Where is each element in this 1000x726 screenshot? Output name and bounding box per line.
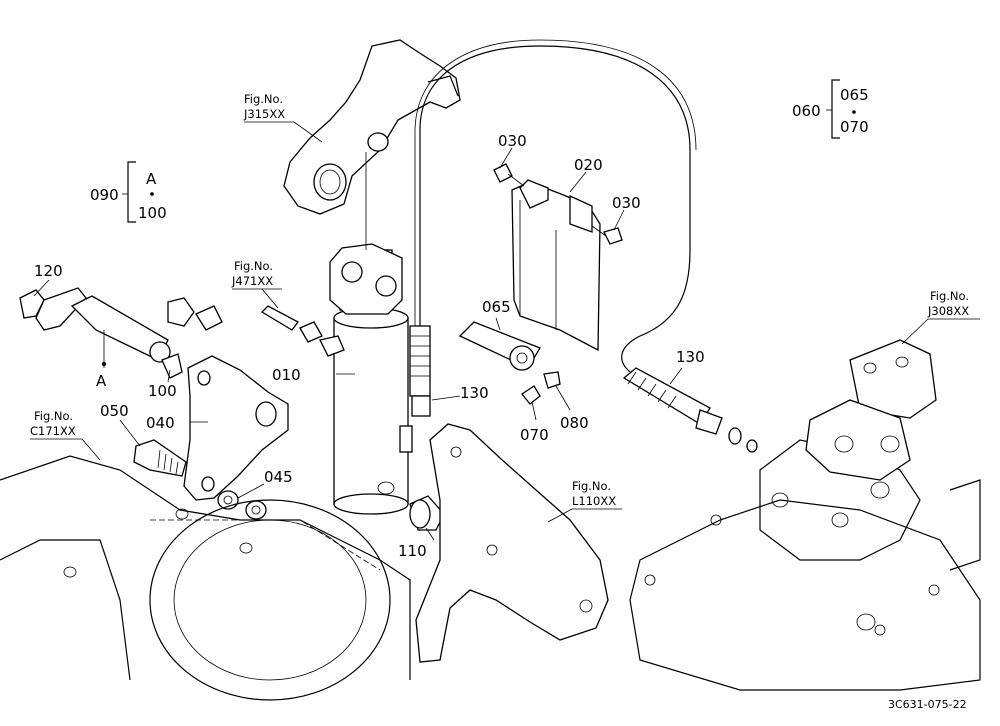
fig-j315-label: Fig.No.: [244, 92, 283, 106]
clip: [299, 321, 323, 343]
label-ref-a: A: [96, 372, 107, 390]
nut: [167, 297, 195, 327]
hydraulic-hose: [419, 45, 691, 373]
label-ref-a-bracket: A: [146, 170, 157, 188]
lift-arm: [283, 39, 461, 215]
label-070-bracket: 070: [840, 118, 869, 136]
fig-j315-code: J315XX: [243, 107, 285, 121]
bolt-050: [133, 439, 187, 477]
label-100-bracket: 100: [138, 204, 167, 222]
fig-c171-code: C171XX: [30, 424, 76, 438]
label-010: 010: [272, 366, 301, 384]
bracket-090: [127, 161, 136, 223]
bracket-060: [831, 79, 840, 139]
label-130-right: 130: [676, 348, 705, 366]
washer-045b: [245, 500, 267, 520]
label-030-top: 030: [498, 132, 527, 150]
fig-c171-label: Fig.No.: [34, 409, 73, 423]
bracket-040: [183, 355, 289, 501]
lift-pin-120: [19, 287, 183, 379]
bolt-030-top: [493, 163, 513, 183]
collar-110: [409, 495, 445, 531]
drawing-code: 3C631-075-22: [888, 698, 967, 711]
fig-j471-code: J471XX: [231, 274, 273, 288]
fig-j308-label: Fig.No.: [930, 289, 969, 303]
fig-l110-label: Fig.No.: [572, 479, 611, 493]
hose-fitting-left: [409, 325, 431, 417]
label-110: 110: [398, 542, 427, 560]
label-100: 100: [148, 382, 177, 400]
label-050: 050: [100, 402, 129, 420]
valve-housing: [629, 339, 981, 691]
pin-065: [458, 321, 541, 371]
fig-j308-code: J308XX: [927, 304, 969, 318]
bracket-clip: [319, 335, 345, 357]
part-labels: 010 020 030 030 040 045 050 060 065 070 …: [34, 86, 869, 560]
bolt-080: [543, 371, 561, 389]
spring-washer: [195, 305, 223, 331]
label-040: 040: [146, 414, 175, 432]
label-130-left: 130: [460, 384, 489, 402]
label-060: 060: [792, 102, 821, 120]
label-070: 070: [520, 426, 549, 444]
fig-j471-label: Fig.No.: [234, 259, 273, 273]
fig-l110-code: L110XX: [572, 494, 616, 508]
label-090: 090: [90, 186, 119, 204]
bolt-030-right: [603, 227, 623, 245]
label-080: 080: [560, 414, 589, 432]
label-030-right: 030: [612, 194, 641, 212]
figure-references: Fig.No. J315XX Fig.No. J471XX Fig.No. C1…: [30, 92, 980, 523]
hose-fitting-right: [622, 367, 758, 453]
grease-nipple-070: [521, 385, 541, 405]
label-020: 020: [574, 156, 603, 174]
label-045: 045: [264, 468, 293, 486]
label-120: 120: [34, 262, 63, 280]
lift-cylinder: [329, 243, 413, 515]
label-065-bracket: 065: [840, 86, 869, 104]
side-plate: [415, 423, 609, 663]
cotter-pin: [260, 305, 299, 331]
cylinder-cover: [511, 179, 601, 352]
label-065: 065: [482, 298, 511, 316]
transmission-case: [0, 455, 411, 701]
leader-lines: [33, 147, 683, 541]
